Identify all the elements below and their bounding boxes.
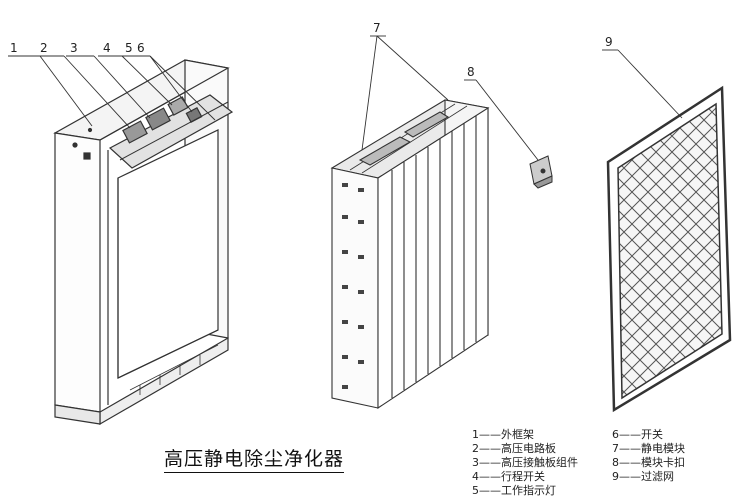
- callout-8: 8: [467, 65, 475, 79]
- legend-dash: ——: [619, 470, 641, 483]
- legend-num: 2: [472, 442, 479, 455]
- module-clip: [529, 155, 553, 189]
- legend-item: 1——外框架: [472, 428, 578, 442]
- legend-item: 8——模块卡扣: [612, 456, 685, 470]
- legend-num: 1: [472, 428, 479, 441]
- legend-name: 过滤网: [641, 470, 674, 483]
- callout-7: 7: [373, 21, 381, 35]
- electrostatic-module: [330, 99, 490, 410]
- legend-name: 静电模块: [641, 442, 685, 455]
- callout-6: 6: [137, 41, 145, 55]
- diagram-title: 高压静电除尘净化器: [164, 444, 345, 473]
- legend-item: 3——高压接触板组件: [472, 456, 578, 470]
- callout-4: 4: [103, 41, 111, 55]
- legend-item: 6——开关: [612, 428, 685, 442]
- legend-dash: ——: [619, 442, 641, 455]
- legend-dash: ——: [479, 428, 501, 441]
- legend-num: 6: [612, 428, 619, 441]
- legend-num: 9: [612, 470, 619, 483]
- legend-name: 外框架: [501, 428, 534, 441]
- callout-5: 5: [125, 41, 133, 55]
- legend-item: 2——高压电路板: [472, 442, 578, 456]
- legend-name: 模块卡扣: [641, 456, 685, 469]
- legend-item: 5——工作指示灯: [472, 484, 578, 498]
- legend-dash: ——: [619, 428, 641, 441]
- legend-name: 行程开关: [501, 470, 545, 483]
- legend-item: 4——行程开关: [472, 470, 578, 484]
- callout-2: 2: [40, 41, 48, 55]
- legend-dash: ——: [479, 484, 501, 497]
- outer-frame: [53, 59, 234, 426]
- legend-name: 高压电路板: [501, 442, 556, 455]
- leader-lines: [8, 35, 683, 161]
- legend-name: 高压接触板组件: [501, 456, 578, 469]
- legend-right: 6——开关 7——静电模块 8——模块卡扣 9——过滤网: [612, 428, 685, 484]
- legend-dash: ——: [479, 442, 501, 455]
- legend-name: 开关: [641, 428, 663, 441]
- legend-name: 工作指示灯: [501, 484, 556, 497]
- legend-dash: ——: [479, 470, 501, 483]
- legend-left: 1——外框架 2——高压电路板 3——高压接触板组件 4——行程开关 5——工作…: [472, 428, 578, 498]
- callout-9: 9: [605, 35, 613, 49]
- legend-dash: ——: [619, 456, 641, 469]
- filter-net: [606, 85, 732, 413]
- legend-dash: ——: [479, 456, 501, 469]
- callout-1: 1: [10, 41, 18, 55]
- legend-num: 5: [472, 484, 479, 497]
- callout-3: 3: [70, 41, 78, 55]
- legend-item: 7——静电模块: [612, 442, 685, 456]
- legend-num: 3: [472, 456, 479, 469]
- legend-num: 8: [612, 456, 619, 469]
- legend-item: 9——过滤网: [612, 470, 685, 484]
- legend-num: 4: [472, 470, 479, 483]
- legend-num: 7: [612, 442, 619, 455]
